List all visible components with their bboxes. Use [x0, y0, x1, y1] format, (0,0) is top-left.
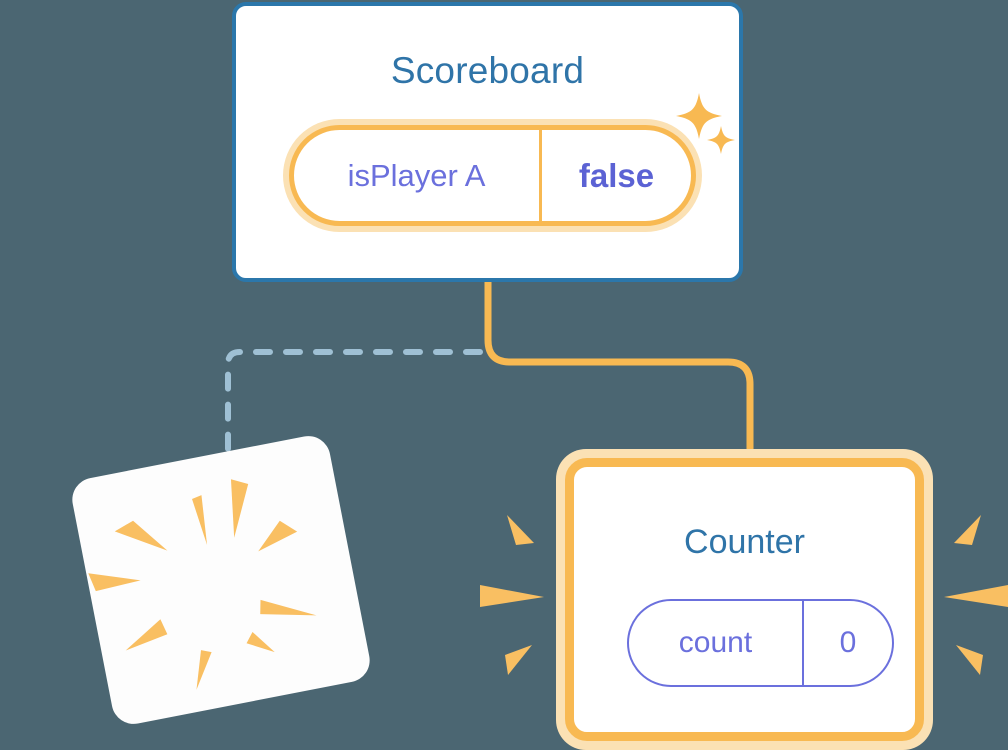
counter-card-inner: Counter count 0 [565, 458, 924, 741]
burst-ray [192, 495, 208, 546]
scoreboard-state-key: isPlayer A [294, 130, 542, 221]
counter-state-pill[interactable]: count 0 [627, 599, 894, 687]
counter-right-rays [944, 515, 1008, 675]
scoreboard-state-pill[interactable]: isPlayer A false [283, 119, 702, 232]
counter-title: Counter [684, 523, 805, 561]
counter-left-rays [480, 515, 544, 675]
counter-state-value: 0 [839, 626, 857, 659]
scoreboard-state-value: false [578, 156, 655, 194]
burst-ray [196, 650, 212, 690]
counter-card[interactable]: Counter count 0 [556, 449, 933, 750]
burst-ray [125, 619, 168, 651]
burst-ray [260, 599, 317, 616]
counter-state-key: count [629, 601, 804, 685]
sparkle-small-icon [707, 126, 735, 154]
orange-connector [484, 278, 754, 474]
burst-rays [88, 479, 317, 690]
scoreboard-card[interactable]: Scoreboard isPlayer A false [232, 2, 743, 282]
ray [505, 645, 532, 675]
burst-ray [258, 520, 298, 552]
burst-ray [230, 479, 249, 538]
rotated-burst-card[interactable] [68, 432, 374, 728]
ray [944, 585, 1008, 607]
scoreboard-title: Scoreboard [390, 50, 585, 91]
burst-ray [246, 631, 275, 653]
ray [956, 645, 983, 675]
ray [954, 515, 981, 545]
burst-ray [114, 520, 168, 551]
burst-ray [88, 573, 141, 592]
scoreboard-state-pill-inner: isPlayer A false [289, 125, 696, 226]
sparkle-large-icon [676, 93, 722, 139]
ray [480, 585, 544, 607]
ray [507, 515, 534, 545]
